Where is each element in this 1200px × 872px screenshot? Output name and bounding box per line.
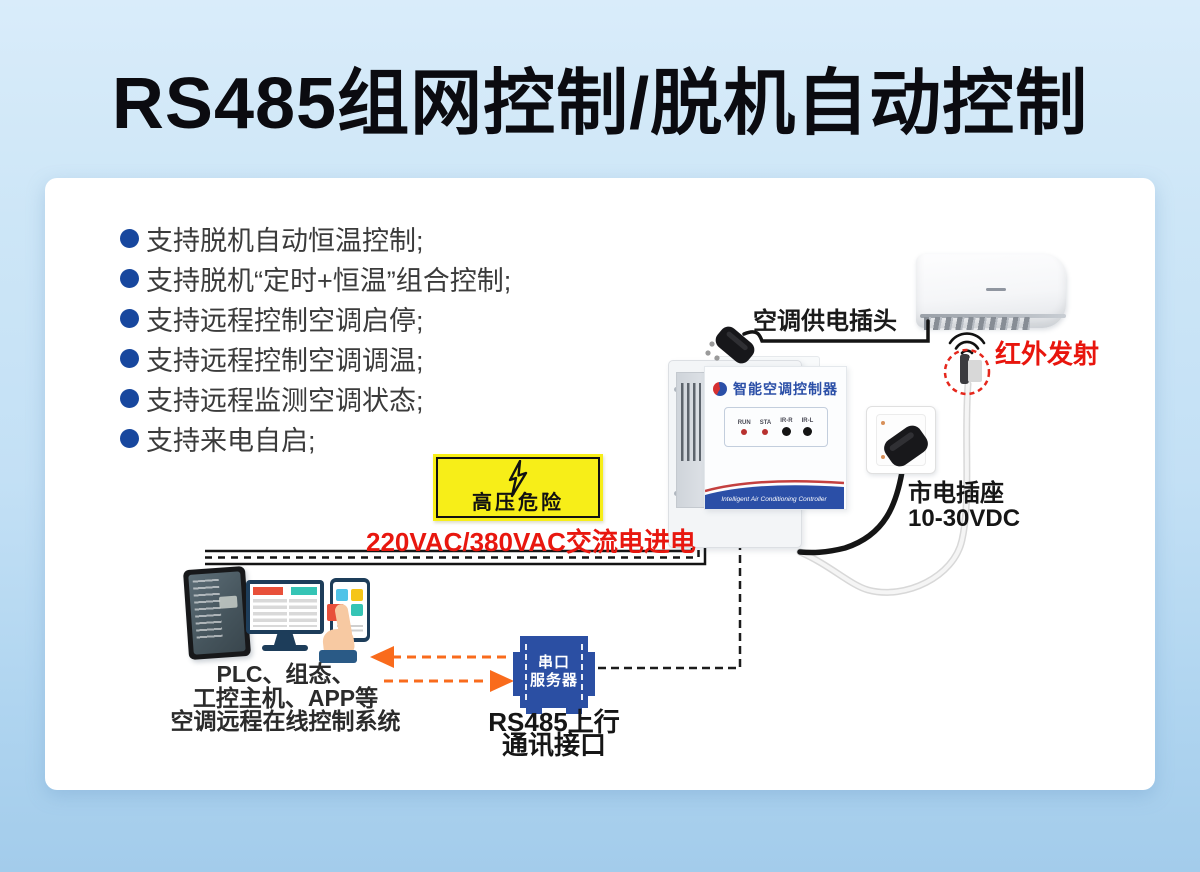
outlet-label-line1: 市电插座 <box>908 480 1004 507</box>
server-tab-left <box>513 652 521 696</box>
server-tab-right <box>587 652 595 696</box>
led-run: RUN <box>738 420 751 435</box>
controller-subtitle: Intelligent Air Conditioning Controller <box>721 496 827 503</box>
bullet-icon <box>120 308 139 328</box>
feature-item: 支持远程控制空调调温; <box>120 338 511 378</box>
brand-logo-icon <box>713 382 727 396</box>
feature-list: 支持脱机自动恒温控制; 支持脱机“定时+恒温”组合控制; 支持远程控制空调启停;… <box>120 218 511 458</box>
ac-power-label: 220VAC/380VAC交流电进电 <box>366 527 696 557</box>
led-indicator-panel: RUN STA IR-R IR-L <box>723 407 828 447</box>
feature-item: 支持脱机“定时+恒温”组合控制; <box>120 258 511 298</box>
feature-text: 支持来电自启; <box>146 425 316 456</box>
led-dot-black <box>802 427 812 436</box>
danger-label: 高压危险 <box>472 492 564 514</box>
plc-label-line1: PLC、组态、 <box>216 661 355 687</box>
feature-text: 支持远程控制空调启停; <box>146 305 424 336</box>
ui-red-block <box>253 587 283 595</box>
plc-label-line3: 空调远程在线控制系统 <box>170 708 401 734</box>
desktop-monitor <box>246 580 324 634</box>
outlet-label-line2: 10-30VDC <box>908 505 1021 532</box>
led-dot-black <box>781 427 791 436</box>
led-ir-l: IR-L <box>802 418 813 436</box>
plc-systems-label: PLC、组态、 工控主机、APP等 空调远程在线控制系统 <box>163 661 408 734</box>
ir-emit-label: 红外发射 <box>995 339 1100 369</box>
outlet-label: 市电插座 10-30VDC <box>908 481 1020 531</box>
app-tile-yellow <box>351 589 363 601</box>
ui-teal-block <box>291 587 317 595</box>
sign-border: 高压危险 <box>436 457 600 518</box>
feature-item: 支持来电自启; <box>120 418 511 458</box>
server-foot-left <box>526 708 542 714</box>
monitor-stand <box>274 634 296 645</box>
panel-pc-ui-rows <box>192 578 223 641</box>
ui-rows-right <box>289 599 317 627</box>
panel-pc-ui-image <box>218 595 238 609</box>
led-ir-r: IR-R <box>780 418 793 436</box>
industrial-panel-pc <box>182 565 252 661</box>
outlet-socket <box>876 414 926 466</box>
feature-item: 支持远程监测空调状态; <box>120 378 511 418</box>
server-label-line1: 串口 <box>537 654 570 671</box>
bullet-icon <box>120 268 139 288</box>
controller-side-panel <box>676 372 706 508</box>
page-title: RS485组网控制/脱机自动控制 <box>111 64 1089 144</box>
rs485-label-line2: 通讯接口 <box>501 730 606 760</box>
app-tile-cyan <box>336 589 348 601</box>
feature-text: 支持远程监测空调状态; <box>146 385 424 416</box>
lightning-bolt-icon <box>508 460 528 498</box>
socket-mark <box>881 421 885 425</box>
wall-outlet <box>866 406 936 474</box>
bullet-icon <box>120 388 139 408</box>
led-sta: STA <box>760 420 771 435</box>
led-dot-red <box>762 428 769 435</box>
controller-wave-stripe: Intelligent Air Conditioning Controller <box>705 479 844 509</box>
feature-item: 支持脱机自动恒温控制; <box>120 218 511 258</box>
bullet-icon <box>120 428 139 448</box>
ac-bottom-lip <box>920 314 1066 318</box>
led-dot-red <box>741 428 748 435</box>
feature-item: 支持远程控制空调启停; <box>120 298 511 338</box>
bullet-icon <box>120 348 139 368</box>
bullet-icon <box>120 228 139 248</box>
ui-rows-left <box>253 599 287 627</box>
app-tile-teal <box>351 604 363 616</box>
monitor-base <box>262 645 308 651</box>
ac-plug-label: 空调供电插头 <box>753 308 897 335</box>
monitor-screen <box>250 584 320 630</box>
hand-sleeve-icon <box>319 650 357 663</box>
server-clip-right <box>581 644 583 700</box>
serial-server: 串口 服务器 <box>513 636 595 714</box>
rs485-label-line1: RS485上行 <box>488 707 620 737</box>
controller-header: 智能空调控制器 <box>705 367 846 399</box>
rs485-uplink-label: RS485上行 通讯接口 <box>478 707 630 760</box>
controller-title: 智能空调控制器 <box>733 381 838 397</box>
server-clip-left <box>525 644 527 700</box>
controller-front-face: 智能空调控制器 RUN STA IR-R IR-L Intelligen <box>704 366 847 510</box>
panel-pc-screen <box>188 571 246 655</box>
vent-slots-icon <box>681 383 701 461</box>
feature-text: 支持远程控制空调调温; <box>146 345 424 376</box>
server-foot-right <box>566 708 582 714</box>
plc-label-line2: 工控主机、APP等 <box>192 684 379 711</box>
socket-mark <box>881 455 885 459</box>
server-label-line2: 服务器 <box>529 672 578 689</box>
feature-text: 支持脱机“定时+恒温”组合控制; <box>146 265 512 296</box>
ac-display-strip <box>986 288 1006 291</box>
ac-louvers <box>924 317 1030 330</box>
high-voltage-sign: 高压危险 <box>433 454 603 521</box>
feature-text: 支持脱机自动恒温控制; <box>146 225 424 256</box>
